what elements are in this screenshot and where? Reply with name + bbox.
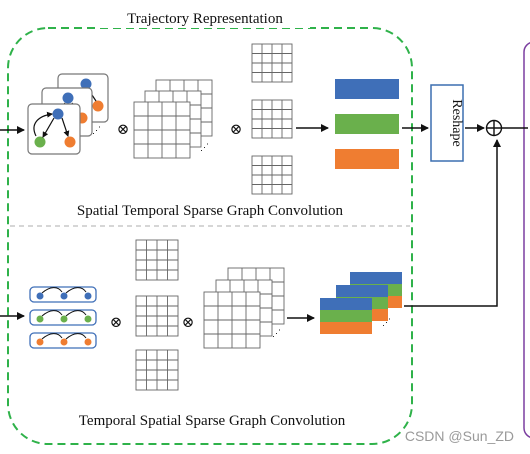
bottom-feature-stack: ⋰ bbox=[320, 272, 402, 334]
svg-text:⋰: ⋰ bbox=[272, 328, 281, 338]
bottom-branch-caption: Temporal Spatial Sparse Graph Convolutio… bbox=[79, 413, 346, 429]
multiply-operator: ⊗ bbox=[182, 315, 195, 331]
top-branch-caption: Spatial Temporal Sparse Graph Convolutio… bbox=[77, 203, 344, 219]
adjacency-matrix-stack: ⋰ bbox=[203, 267, 285, 349]
adjacency-matrix-stack: ⋰ bbox=[133, 79, 213, 159]
svg-text:⋰: ⋰ bbox=[92, 125, 101, 135]
sum-operator bbox=[485, 119, 503, 137]
next-module-panel-edge bbox=[523, 42, 530, 438]
reshape-label: Reshape bbox=[449, 99, 464, 146]
sparse-matrix-column bbox=[251, 43, 293, 195]
temporal-graph-stack bbox=[29, 286, 97, 349]
svg-text:⋰: ⋰ bbox=[200, 142, 209, 152]
reshape-box: Reshape bbox=[430, 84, 464, 162]
watermark: CSDN @Sun_ZD bbox=[405, 428, 514, 444]
spatial-graph-stack: ⋰ bbox=[27, 73, 109, 155]
multiply-operator: ⊗ bbox=[117, 122, 130, 138]
top-feature-bars bbox=[335, 79, 399, 169]
sparse-matrix-column bbox=[135, 239, 179, 391]
panel-title: Trajectory Representation bbox=[127, 11, 283, 27]
bottom-to-sum-connector bbox=[404, 139, 501, 307]
multiply-operator: ⊗ bbox=[110, 315, 123, 331]
svg-text:⋰: ⋰ bbox=[382, 317, 391, 327]
multiply-operator: ⊗ bbox=[230, 122, 243, 138]
